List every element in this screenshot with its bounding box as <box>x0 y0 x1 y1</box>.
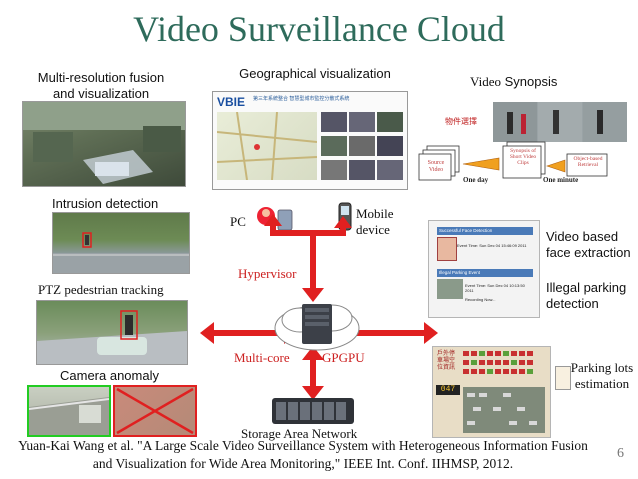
geo-logo: VBIE <box>217 95 246 109</box>
mobile-label: Mobile device <box>356 206 394 237</box>
synopsis-diagram: 物件選擇 Source Video Synopsis of Short Vide… <box>415 96 631 192</box>
multires-image <box>22 101 186 187</box>
parking-side-panel <box>555 366 571 390</box>
storage-icon <box>270 396 356 431</box>
hypervisor-label: Hypervisor <box>238 266 297 281</box>
park-event-time: Event Time: Sun Dec 04 10:13:50 2011 <box>465 283 525 293</box>
synopsis-banner: 物件選擇 <box>445 117 477 126</box>
multires-label: Multi-resolution fusion and visualizatio… <box>37 70 165 101</box>
san-label: Storage Area Network <box>241 426 358 441</box>
synopsis-clips: Synopsis of Short Video Clips <box>509 148 537 166</box>
intrusion-label: Intrusion detection <box>52 196 159 211</box>
multicore-label: Multi-core <box>234 350 290 365</box>
park-event-title: Illegal Parking Event <box>437 269 533 277</box>
parking-count: 047 <box>436 385 460 395</box>
ptz-label: PTZ pedestrian tracking <box>38 282 164 297</box>
recording-status: Recording Now... <box>465 297 496 302</box>
slide-title: Video Surveillance Cloud <box>133 9 505 49</box>
camera-anomaly-normal <box>27 385 111 437</box>
face-event-title: Successful Face Detection <box>437 227 533 235</box>
parking-illegal-label: Illegal parking detection <box>546 280 627 311</box>
synopsis-retrieval: Object-based Retrieval <box>573 156 603 168</box>
synopsis-one-minute: One minute <box>543 176 579 184</box>
parking-lots-label: Parking lots estimation <box>570 360 634 391</box>
synopsis-one-day: One day <box>463 176 489 184</box>
gpgpu-label: GPGPU <box>322 350 365 365</box>
camera-anomaly-label: Camera anomaly <box>60 368 159 383</box>
pc-label: PC <box>230 214 246 229</box>
face-label: Video based face extraction <box>546 229 631 260</box>
synopsis-label-suffix: Synopsis <box>504 74 558 89</box>
cloud-server <box>272 296 362 359</box>
face-event-time: Event Time: Sun Dec 04 15:46:09 2011 <box>457 243 527 248</box>
intrusion-image <box>52 212 190 274</box>
geo-image: VBIE 第三年系統整合 智慧型城市監控分散式系統 <box>212 91 408 190</box>
face-parking-image: Successful Face Detection Event Time: Su… <box>428 220 540 318</box>
geo-cams <box>321 112 403 180</box>
ptz-image <box>36 300 188 365</box>
geo-map <box>217 112 317 180</box>
park-thumbnail <box>437 279 463 299</box>
camera-anomaly-broken <box>113 385 197 437</box>
face-thumbnail <box>437 237 457 261</box>
synopsis-label: Video Synopsis <box>470 74 557 90</box>
synopsis-source: Source Video <box>427 160 445 173</box>
parking-sign: 戶外停車場空位資訊 <box>437 351 456 371</box>
parking-lots-image: 戶外停車場空位資訊 047 <box>432 346 551 438</box>
synopsis-frames <box>493 102 627 142</box>
citation: Yuan-Kai Wang et al. "A Large Scale Vide… <box>18 438 588 471</box>
geo-label: Geographical visualization <box>239 66 391 81</box>
page-number: 6 <box>617 446 624 461</box>
synopsis-label-prefix: Video <box>470 74 501 89</box>
geo-header: 第三年系統整合 智慧型城市監控分散式系統 <box>253 96 350 102</box>
